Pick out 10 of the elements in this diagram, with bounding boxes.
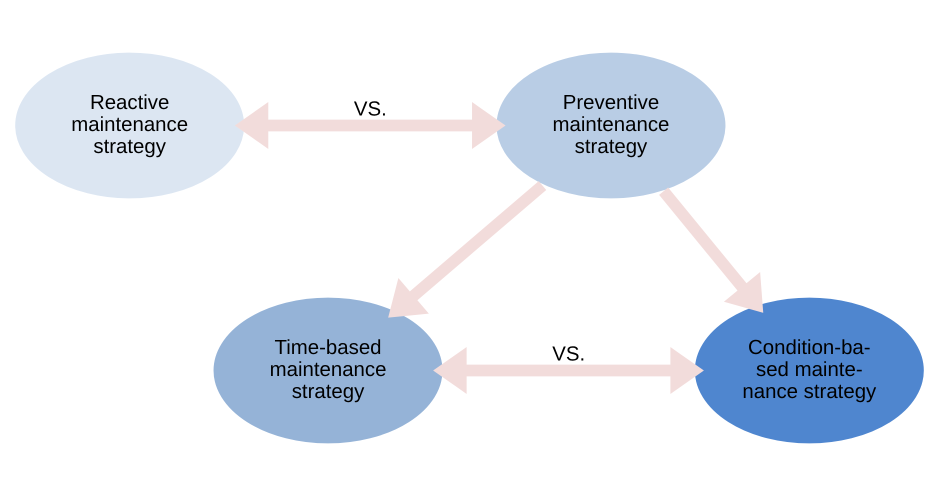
arrow [433, 347, 704, 394]
edge-label: VS. [354, 98, 387, 121]
node-ellipse: Reactive maintenance strategy [14, 51, 246, 200]
node-ellipse: Preventive maintenance strategy [495, 51, 727, 200]
node-ellipse: Condition-ba- sed mainte- nance strategy [693, 296, 926, 445]
edge-label: VS. [552, 344, 586, 366]
arrow [659, 188, 764, 313]
node-ellipse: Time-based maintenance strategy [212, 296, 444, 445]
arrow [388, 181, 546, 318]
arrow [234, 102, 506, 149]
